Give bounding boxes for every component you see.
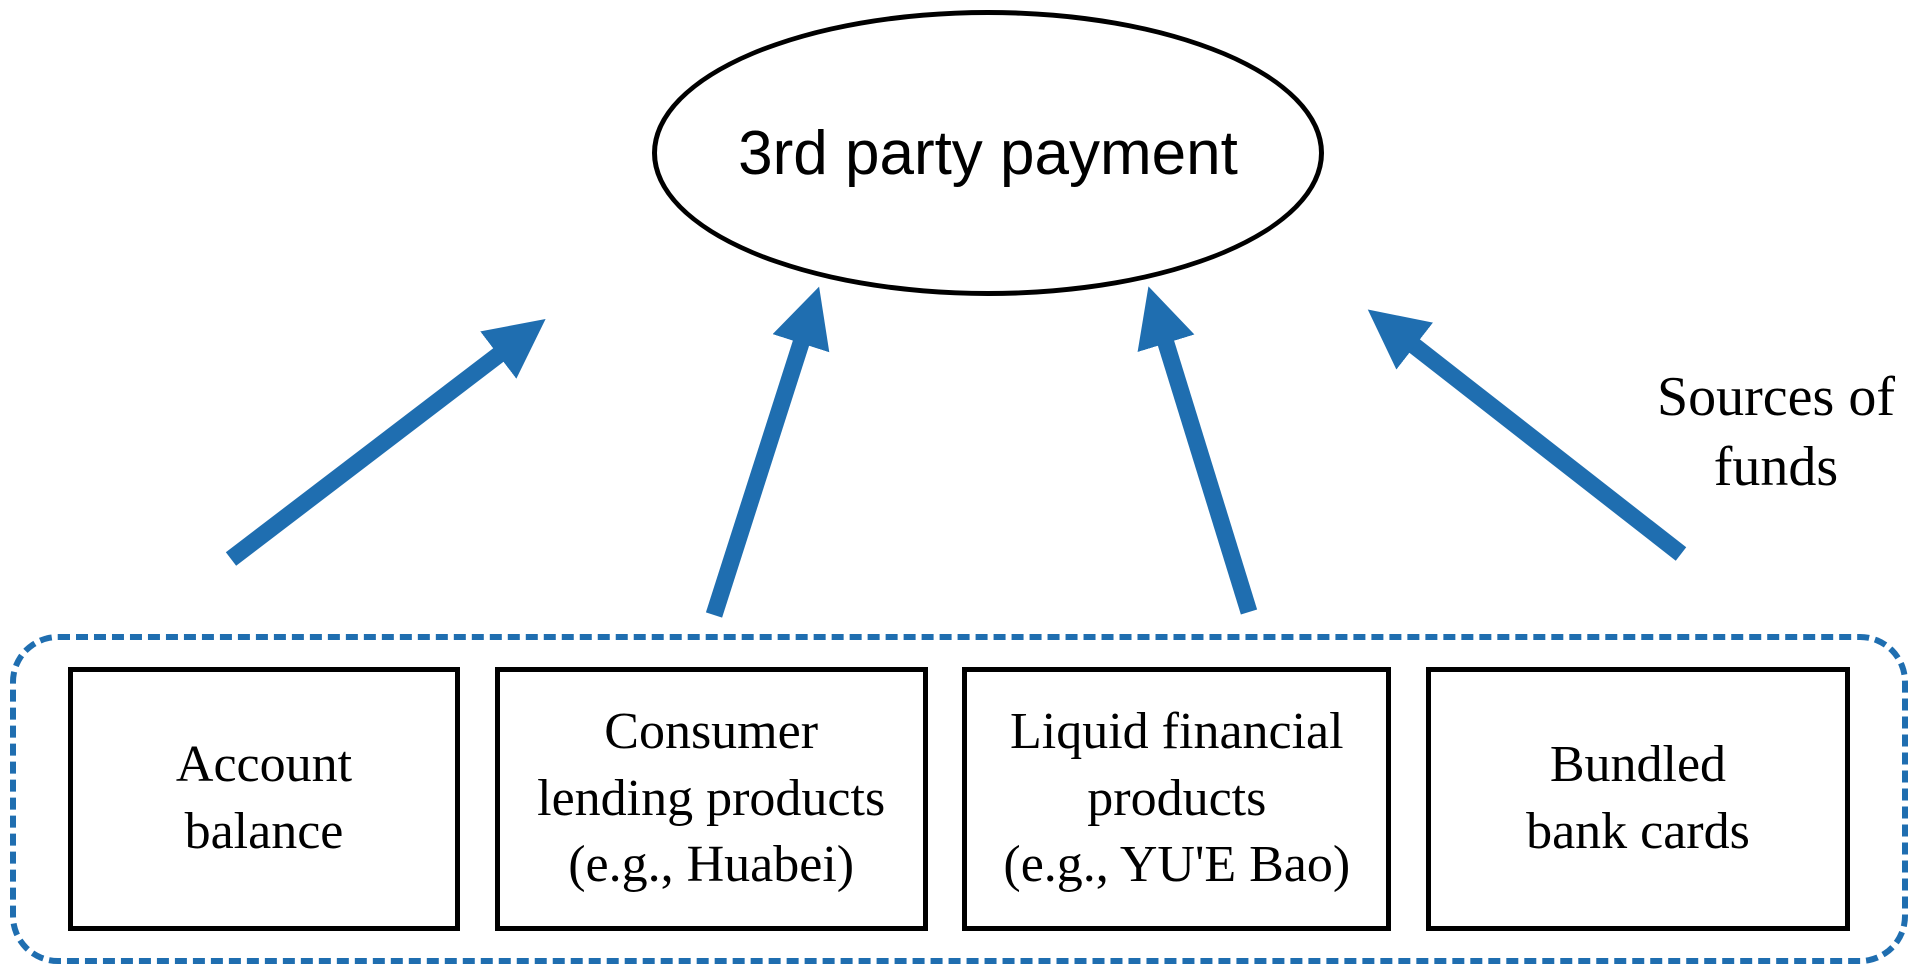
third-party-payment-node: 3rd party payment	[652, 10, 1324, 296]
box-liquid-financial-products-label: Liquid financial products (e.g., YU'E Ba…	[1003, 703, 1351, 894]
box-liquid-financial-products: Liquid financial products (e.g., YU'E Ba…	[962, 667, 1392, 931]
box-account-balance: Account balance	[68, 667, 460, 931]
arrow-account-balance-icon	[225, 318, 546, 566]
box-account-balance-label: Account balance	[175, 736, 353, 860]
arrow-liquid-financial-icon	[1137, 286, 1258, 615]
box-bundled-bank-cards-label: Bundled bank cards	[1526, 736, 1750, 860]
sources-of-funds-label: Sources of funds	[1657, 366, 1895, 498]
box-consumer-lending-products-label: Consumer lending products (e.g., Huabei)	[537, 703, 886, 894]
box-consumer-lending-products: Consumer lending products (e.g., Huabei)	[494, 667, 928, 931]
box-bundled-bank-cards: Bundled bank cards	[1425, 667, 1850, 931]
arrow-consumer-lending-icon	[705, 286, 830, 618]
funds-group: Account balance Consumer lending product…	[10, 634, 1908, 964]
third-party-payment-label: 3rd party payment	[738, 118, 1238, 188]
